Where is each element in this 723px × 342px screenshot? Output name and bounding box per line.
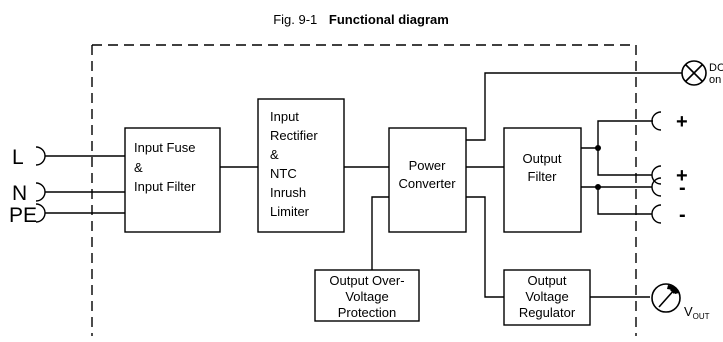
- input-terminal-n: N: [12, 182, 125, 205]
- lamp-icon: [681, 60, 707, 86]
- input-fuse-label-3: Input Filter: [134, 179, 196, 194]
- vout-label: VOUT: [684, 304, 710, 321]
- output-filter-block: [503, 127, 582, 233]
- input-fuse-filter-block: [124, 127, 221, 233]
- rectifier-block: [257, 98, 345, 233]
- output-label-minus-2: -: [679, 204, 686, 226]
- input-fuse-label-1: Input Fuse: [134, 140, 195, 155]
- negative-output-bus: [581, 184, 652, 215]
- figure-caption: Fig. 9-1 Functional diagram: [273, 12, 449, 27]
- rectifier-label-5: Inrush: [270, 185, 306, 200]
- converter-label-1: Power: [409, 158, 447, 173]
- figure-number: Fig. 9-1: [273, 12, 317, 27]
- ovp-label-1: Output Over-: [329, 273, 404, 288]
- input-terminal-pe: PE: [9, 203, 125, 227]
- ovp-label-2: Voltage: [345, 289, 388, 304]
- wire-converter-to-ovp: [371, 196, 389, 270]
- input-label-n: N: [12, 182, 27, 205]
- output-filter-label-2: Filter: [528, 169, 558, 184]
- ovp-label-3: Protection: [338, 305, 397, 320]
- vout-main: V: [684, 304, 693, 319]
- input-fuse-label-2: &: [134, 160, 143, 175]
- enclosure-boundary: [91, 44, 637, 336]
- output-terminal-plus-2: [651, 165, 662, 185]
- output-filter-label-1: Output: [522, 151, 561, 166]
- regulator-label-2: Voltage: [525, 289, 568, 304]
- output-terminal-minus-2: [651, 204, 662, 224]
- vout-subscript: OUT: [693, 312, 710, 321]
- rectifier-label-2: Rectifier: [270, 128, 318, 143]
- output-label-minus-1: -: [679, 177, 686, 199]
- figure-title: Functional diagram: [329, 12, 449, 27]
- regulator-label-1: Output: [527, 273, 566, 288]
- input-label-pe: PE: [9, 204, 37, 227]
- wire-converter-to-regulator: [466, 196, 504, 298]
- power-converter-block: [388, 127, 467, 233]
- rectifier-label-6: Limiter: [270, 204, 310, 219]
- converter-label-2: Converter: [398, 176, 456, 191]
- rectifier-label-1: Input: [270, 109, 299, 124]
- input-terminal-l: L: [12, 146, 125, 169]
- rectifier-label-3: &: [270, 147, 279, 162]
- input-label-l: L: [12, 146, 24, 169]
- regulator-block: [503, 269, 591, 326]
- output-label-plus-2: +: [676, 165, 688, 187]
- output-label-plus-1: +: [676, 111, 688, 133]
- output-terminal-minus-1: [651, 177, 662, 197]
- dc-on-label-line1: DC: [709, 62, 723, 74]
- regulator-label-3: Regulator: [519, 305, 576, 320]
- ovp-block: [314, 269, 420, 322]
- positive-output-bus: [581, 120, 652, 176]
- output-terminal-plus-1: [651, 111, 662, 131]
- wire-converter-to-dc-on: [466, 72, 682, 141]
- rectifier-label-4: NTC: [270, 166, 297, 181]
- dc-on-label-line2: on: [709, 74, 721, 86]
- potentiometer-icon: [651, 283, 681, 313]
